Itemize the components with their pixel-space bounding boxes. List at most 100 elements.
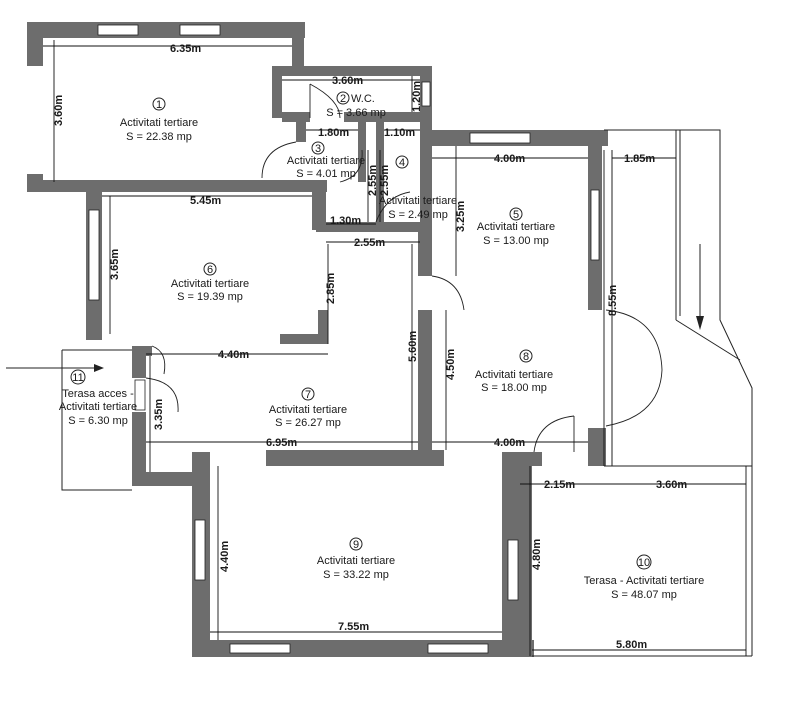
room-name: Terasa - Activitati tertiare bbox=[584, 575, 704, 587]
dim-label: 1.20m bbox=[411, 81, 423, 112]
wall bbox=[420, 122, 432, 230]
room-6-label: 6 Activitati tertiare S = 19.39 mp bbox=[171, 262, 249, 303]
window bbox=[97, 24, 139, 36]
room-number: 9 bbox=[353, 539, 359, 551]
dim-label: 7.55m bbox=[338, 621, 369, 633]
window bbox=[179, 24, 221, 36]
dim-label: 2.55m bbox=[367, 165, 379, 196]
room-8-label: 8 Activitati tertiare S = 18.00 mp bbox=[475, 349, 553, 394]
room-labels: 1 Activitati tertiare S = 22.38 mp 2 W.C… bbox=[59, 91, 704, 601]
terrace-outlines bbox=[6, 129, 753, 657]
room-number: 1 bbox=[156, 99, 162, 111]
dim-label: 2.15m bbox=[544, 479, 575, 491]
room-name: Activitati tertiare bbox=[171, 278, 249, 290]
room-area: S = 19.39 mp bbox=[177, 291, 243, 303]
dim-label: 4.80m bbox=[531, 539, 543, 570]
window bbox=[194, 519, 206, 581]
wall bbox=[272, 66, 282, 118]
dim-label: 4.40m bbox=[219, 541, 231, 572]
door-swing bbox=[151, 345, 166, 375]
wall bbox=[132, 472, 210, 486]
dimension-labels: 6.35m 3.60m 3.60m 1.20m 1.80m 1.10m 4.00… bbox=[53, 43, 687, 651]
windows bbox=[88, 24, 600, 654]
window bbox=[88, 209, 100, 301]
room-5-label: 5 Activitati tertiare S = 13.00 mp bbox=[477, 207, 555, 247]
wall bbox=[132, 412, 146, 486]
dimension-lines bbox=[43, 40, 747, 656]
dim-label: 1.85m bbox=[624, 153, 655, 165]
wall bbox=[132, 346, 146, 378]
room-area: S = 22.38 mp bbox=[126, 131, 192, 143]
room-area: S = 13.00 mp bbox=[483, 235, 549, 247]
wall bbox=[266, 450, 444, 466]
dim-label: 5.45m bbox=[190, 195, 221, 207]
room-number: 5 bbox=[513, 209, 519, 221]
door-swing bbox=[261, 141, 297, 179]
dim-label: 5.80m bbox=[616, 639, 647, 651]
dim-label: 4.40m bbox=[218, 349, 249, 361]
dim-label: 3.25m bbox=[455, 201, 467, 232]
window bbox=[427, 643, 489, 654]
room-number: 4 bbox=[399, 157, 405, 169]
room-name: Activitati tertiare bbox=[120, 117, 198, 129]
room-number: 3 bbox=[315, 143, 321, 155]
room-name: W.C. bbox=[351, 93, 375, 105]
dim-label: 1.80m bbox=[318, 127, 349, 139]
window bbox=[229, 643, 291, 654]
room-name: Terasa acces - bbox=[62, 388, 134, 400]
door-swing bbox=[533, 415, 575, 453]
dim-label: 3.60m bbox=[53, 95, 65, 126]
room-name: Activitati tertiare bbox=[317, 555, 395, 567]
dim-label: 2.55m bbox=[379, 165, 391, 196]
wall bbox=[27, 22, 305, 38]
room-9-label: 9 Activitati tertiare S = 33.22 mp bbox=[317, 537, 395, 581]
dim-label: 2.85m bbox=[325, 273, 337, 304]
dim-label: 3.35m bbox=[153, 399, 165, 430]
room-4-label: 4 Activitati tertiare S = 2.49 mp bbox=[379, 155, 457, 221]
wall bbox=[316, 222, 432, 232]
room-name: Activitati tertiare bbox=[287, 155, 365, 167]
wall bbox=[27, 180, 327, 192]
room-number: 11 bbox=[72, 372, 83, 384]
dim-label: 3.60m bbox=[656, 479, 687, 491]
room-area: S = 18.00 mp bbox=[481, 382, 547, 394]
dim-label: 5.60m bbox=[407, 331, 419, 362]
room-name: Activitati tertiare bbox=[269, 404, 347, 416]
room-name: Activitati tertiare bbox=[379, 195, 457, 207]
wall bbox=[272, 66, 432, 76]
dim-label: 8.55m bbox=[607, 285, 619, 316]
wall bbox=[344, 112, 432, 122]
room-area: S = 2.49 mp bbox=[388, 209, 448, 221]
door-swing bbox=[309, 83, 341, 119]
dim-label: 3.60m bbox=[332, 75, 363, 87]
room-area: S = 48.07 mp bbox=[611, 589, 677, 601]
window bbox=[507, 539, 519, 601]
wall bbox=[418, 224, 432, 276]
wall bbox=[312, 180, 326, 230]
room-number: 10 bbox=[638, 557, 650, 569]
wall bbox=[318, 310, 328, 344]
door-swing bbox=[375, 191, 411, 223]
room-number: 6 bbox=[207, 264, 213, 276]
room-area: S = 26.27 mp bbox=[275, 417, 341, 429]
room-area: S = 33.22 mp bbox=[323, 569, 389, 581]
room-number: 2 bbox=[340, 93, 346, 105]
room-7-label: 7 Activitati tertiare S = 26.27 mp bbox=[269, 387, 347, 429]
room-3-label: 3 Activitati tertiare S = 4.01 mp bbox=[287, 141, 365, 180]
room-11-label: 11 Terasa acces - Activitati tertiare S … bbox=[59, 369, 137, 427]
window bbox=[421, 81, 431, 107]
room-2-label: 2 W.C. S = 3.66 mp bbox=[326, 91, 386, 119]
room-10-label: 10 Terasa - Activitati tertiare S = 48.0… bbox=[584, 554, 704, 601]
wall bbox=[418, 310, 432, 450]
dim-label: 4.00m bbox=[494, 153, 525, 165]
dim-label: 6.35m bbox=[170, 43, 201, 55]
doors bbox=[145, 83, 663, 453]
door-swing bbox=[605, 309, 663, 371]
room-area: S = 3.66 mp bbox=[326, 107, 386, 119]
door-swing bbox=[339, 149, 363, 183]
dim-label: 4.50m bbox=[445, 349, 457, 380]
door-swing bbox=[431, 275, 465, 311]
wall bbox=[282, 112, 310, 122]
wall bbox=[27, 22, 43, 66]
